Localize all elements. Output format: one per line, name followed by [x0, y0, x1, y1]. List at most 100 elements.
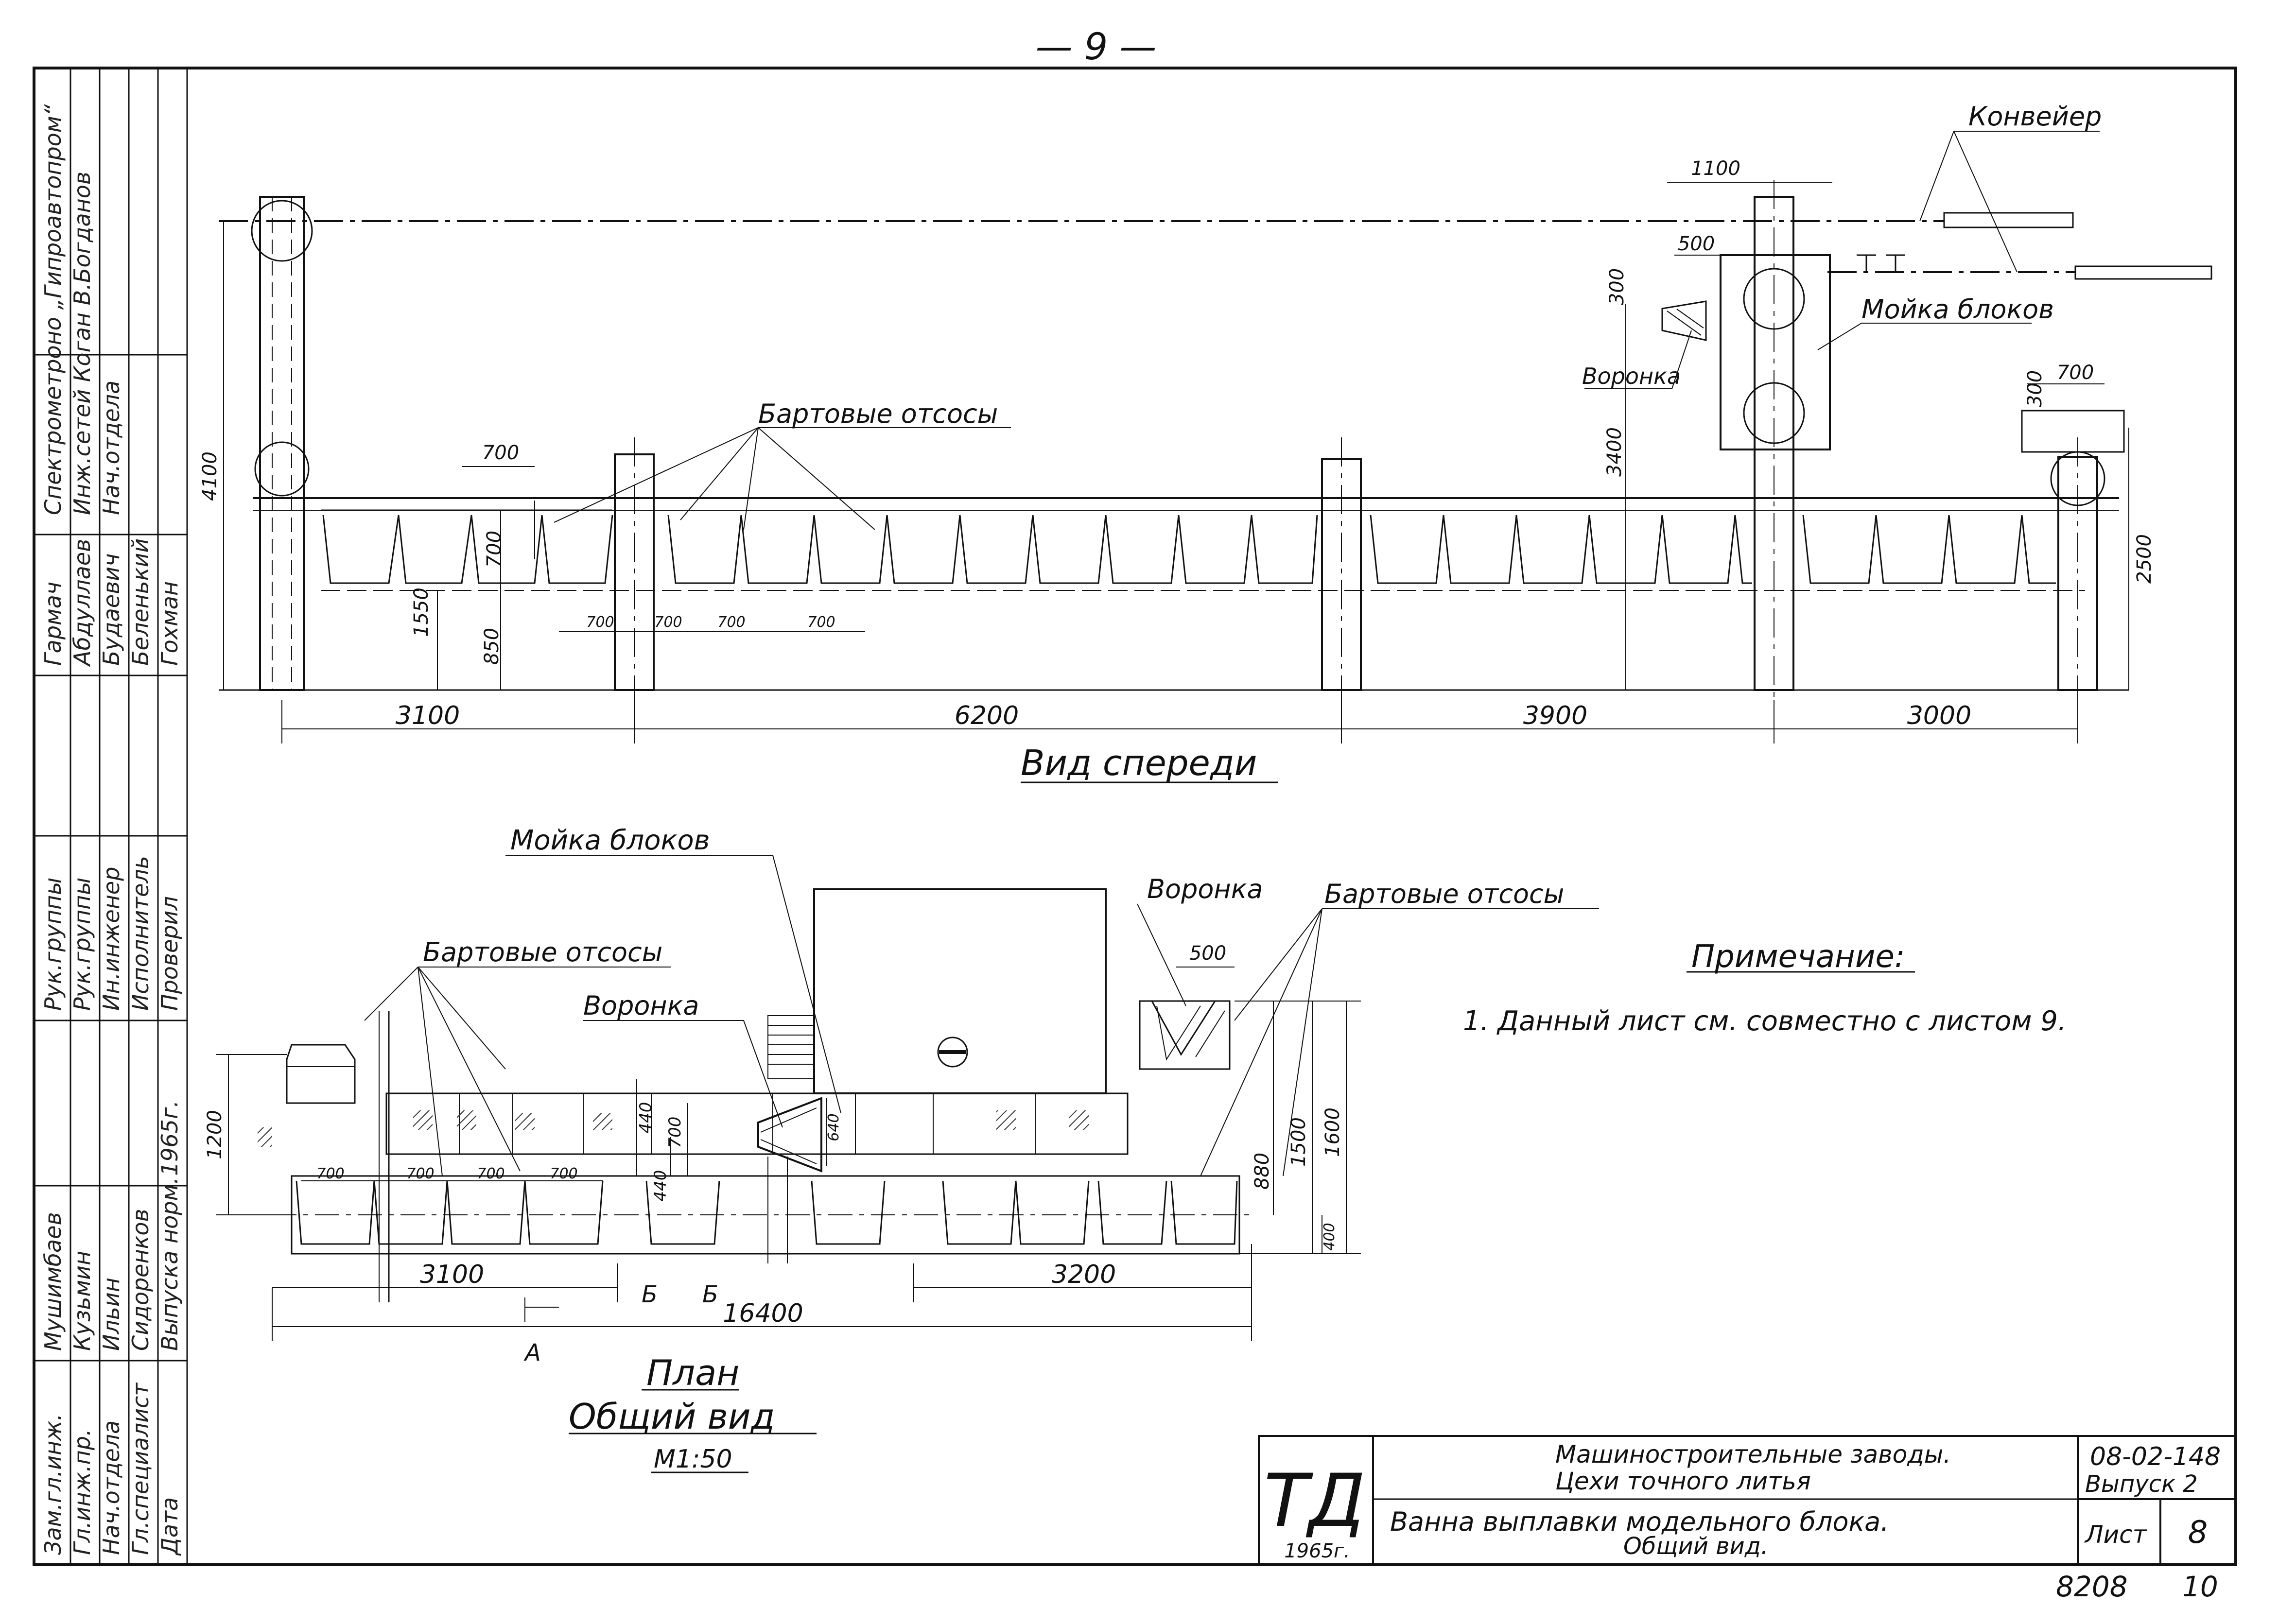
stamp-name-b2: Кузьмин	[69, 1251, 95, 1351]
title-org-line1: Машиностроительные заводы.	[1555, 1440, 1951, 1469]
stamp-signer-4: Беленький	[127, 538, 154, 666]
label-funnel-plan-right: Воронка	[1147, 874, 1263, 904]
washer-plan-box	[814, 889, 1106, 1093]
stamp-role-2: Рук.группы	[69, 878, 95, 1011]
dim-700-plan-d: 700	[550, 1165, 577, 1182]
stamp-role-b4: Гл.специалист	[127, 1382, 154, 1555]
plan-hatch-marks	[258, 1110, 1089, 1147]
title-block	[1259, 1436, 2236, 1565]
left-hood-plan	[287, 1045, 355, 1103]
label-block-washer-front: Мойка блоков	[1861, 294, 2054, 325]
stamp-role-1: Рук.группы	[40, 878, 66, 1011]
stamp-signer-3: Будаевич	[98, 553, 124, 666]
suction-group-3	[1371, 515, 1752, 583]
dim-700-top-right: 700	[2057, 362, 2094, 384]
stamp-date: 1965г.	[157, 1100, 183, 1176]
label-funnel-plan-left: Воронка	[583, 990, 699, 1021]
stamp-signer-2: Абдуллаев	[69, 539, 95, 667]
dim-1500: 1500	[1287, 1117, 1310, 1167]
suction-group-1	[321, 510, 612, 583]
plan-dimension-text: 16400 3100 3200 1200 1600 1500 880 400 5…	[204, 942, 1344, 1328]
funnel-left-plan	[758, 1098, 821, 1171]
dim-700-height: 700	[483, 531, 505, 568]
dim-2500: 2500	[2133, 534, 2156, 584]
dim-3100-front: 3100	[396, 701, 460, 730]
dim-4100: 4100	[199, 451, 221, 501]
dim-1100: 1100	[1691, 157, 1740, 180]
title-issue: Выпуск 2	[2085, 1470, 2198, 1498]
front-view	[219, 180, 2211, 729]
dim-300-funnel: 300	[1606, 268, 1628, 305]
dim-700-width: 700	[482, 442, 519, 464]
block-washer-front	[1721, 255, 1830, 449]
dim-1600: 1600	[1322, 1107, 1344, 1157]
stamp-role-3: Ин.инженер	[98, 867, 124, 1011]
dim-3900: 3900	[1523, 701, 1587, 730]
section-b-right: Б	[702, 1281, 718, 1308]
dim-850: 850	[481, 628, 503, 665]
stamp-approval: Спектрометроно „Гипроавтопром“	[40, 104, 66, 515]
note-heading: Примечание:	[1691, 939, 1905, 975]
label-side-suction-front: Бартовые отсосы	[758, 398, 998, 429]
front-dimension-text: 3100 6200 3900 3000 4100 1550 850 700 70…	[199, 157, 2156, 730]
dim-700-small-4: 700	[807, 614, 835, 631]
dim-700-plan-v: 700	[665, 1117, 685, 1148]
stamp-role-b1: Зам.гл.инж.	[40, 1414, 66, 1555]
label-block-washer-plan: Мойка блоков	[510, 825, 710, 856]
side-stamp-text: Спектрометроно „Гипроавтопром“ Инж.сетей…	[40, 104, 183, 1556]
stamp-approval-sub: Инж.сетей Коган В.Богданов	[69, 172, 95, 515]
dim-500-plan: 500	[1189, 942, 1226, 965]
archive-number: 8208	[2056, 1570, 2128, 1603]
suction-group-2	[668, 515, 1317, 583]
dim-16400: 16400	[723, 1299, 803, 1328]
washer-circle-bottom	[1744, 383, 1804, 443]
side-stamp	[34, 68, 187, 1565]
stamp-name-b5: Выпуска норм.	[157, 1177, 183, 1351]
dim-1200: 1200	[204, 1110, 226, 1159]
upper-tray-row	[386, 1093, 1128, 1154]
plan-leaders	[365, 855, 1915, 1472]
section-a: А	[523, 1339, 541, 1366]
dim-640: 640	[825, 1113, 842, 1141]
funnel-front	[1662, 301, 1706, 340]
dim-400: 400	[1321, 1223, 1338, 1250]
title-drawing-subtitle: Общий вид.	[1623, 1533, 1768, 1560]
plan-subtitle: Общий вид	[569, 1396, 775, 1437]
column-1-circle-top	[252, 201, 312, 261]
stamp-signer-5: Гохман	[157, 581, 183, 666]
plan-title: План	[646, 1352, 739, 1393]
sheet-frame	[34, 68, 2236, 1565]
stamp-role-b5: Дата	[157, 1497, 183, 1556]
dim-3000: 3000	[1907, 701, 1971, 730]
column-1	[260, 197, 304, 690]
funnel-hood-plan	[1140, 1001, 1230, 1069]
stamp-signer-1: Гармач	[40, 582, 66, 666]
plan-view	[272, 889, 1254, 1302]
dim-3200: 3200	[1052, 1260, 1116, 1289]
dim-1550: 1550	[410, 588, 433, 637]
column-1-circle-mid	[255, 442, 309, 496]
label-side-suction-plan-right: Бартовые отсосы	[1324, 879, 1564, 909]
dim-440-bottom: 440	[651, 1170, 670, 1202]
note-item: 1. Данный лист см. совместно с листом 9.	[1463, 1005, 2067, 1037]
title-logo: ТД	[1264, 1459, 1366, 1543]
stamp-name-b3: Ильин	[98, 1278, 124, 1351]
stamp-role-4: Исполнитель	[127, 856, 154, 1011]
label-side-suction-plan-left: Бартовые отсосы	[423, 937, 662, 968]
section-b-left: Б	[642, 1281, 658, 1308]
funnel-right-front	[2022, 411, 2124, 452]
page-number: — 9 —	[1036, 25, 1157, 68]
dim-700-small-3: 700	[717, 614, 745, 631]
title-drawing-title: Ванна выплавки модельного блока.	[1390, 1506, 1889, 1537]
stamp-name-b1: Мушимбаев	[40, 1212, 66, 1351]
plan-suction-units	[296, 1181, 1237, 1244]
stamp-role-b3: Нач.отдела	[98, 1420, 124, 1555]
dim-3100-plan: 3100	[420, 1260, 484, 1289]
dim-700-plan-c: 700	[477, 1165, 504, 1182]
dim-3400: 3400	[1603, 427, 1626, 477]
dim-440-top: 440	[636, 1102, 656, 1134]
stamp-name-b4: Сидоренков	[127, 1209, 154, 1351]
title-code: 08-02-148	[2090, 1442, 2221, 1471]
dim-700-small-1: 700	[586, 614, 614, 631]
front-view-title: Вид спереди	[1021, 743, 1257, 783]
